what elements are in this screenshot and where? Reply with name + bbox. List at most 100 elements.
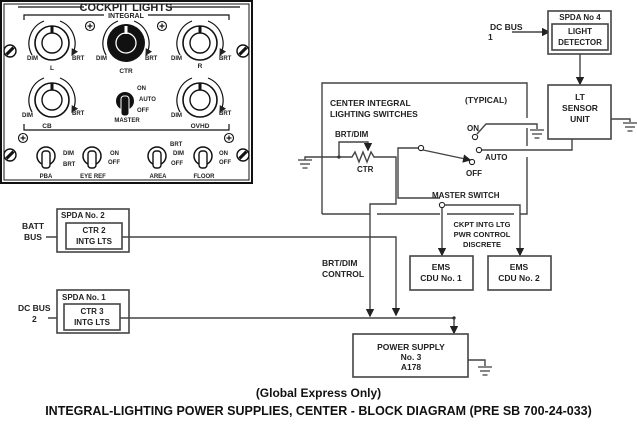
toggle-eye-ref[interactable]: ON OFF EYE REF (80, 146, 120, 180)
lt-sensor-label-2: SENSOR (562, 103, 598, 113)
brt-dim-label: BRT/DIM (335, 130, 369, 139)
knob-cb-brt-label: BRT (72, 111, 85, 117)
toggle-pba[interactable]: DIM BRT PBA (36, 146, 76, 180)
ems-cdu-1-label-2: CDU No. 1 (420, 273, 462, 283)
brt-dim-control-label-2: CONTROL (322, 269, 364, 279)
center-switches-label-2: LIGHTING SWITCHES (330, 109, 418, 119)
knob-l[interactable]: DIM BRT L (27, 21, 85, 72)
ems-cdu-2-box: EMS CDU No. 2 (487, 255, 552, 291)
knob-cb-dim-label: DIM (22, 113, 33, 119)
ems-cdu-1-box: EMS CDU No. 1 (409, 255, 474, 291)
ground-icon (529, 129, 545, 139)
knob-r-label: R (198, 63, 203, 70)
spda-1-box: SPDA No. 1 CTR 3 INTG LTS (56, 289, 130, 334)
ctr-3-label-2: INTG LTS (74, 318, 111, 327)
knob-ctr-dim-label: DIM (96, 56, 107, 62)
ems-cdu-1-label: EMS (432, 262, 451, 272)
toggle-floor[interactable]: ON OFF FLOOR (193, 146, 232, 180)
caption-subtitle: (Global Express Only) (255, 386, 382, 400)
ems-cdu-2-label: EMS (510, 262, 529, 272)
knob-ctr-brt-label: BRT (145, 56, 158, 62)
master-auto-label: AUTO (139, 97, 156, 103)
lt-sensor-unit-box: LT SENSOR UNIT (547, 84, 612, 140)
knob-ctr-label: CTR (119, 68, 133, 75)
power-supply-label-2: No. 3 (401, 352, 422, 362)
screw-icon (3, 148, 17, 162)
power-supply-label: POWER SUPPLY (377, 342, 445, 352)
master-switch-label: MASTER SWITCH (432, 191, 500, 200)
pba-label: PBA (40, 174, 53, 180)
knob-ovhd-label: OVHD (191, 123, 210, 130)
ground-icon (622, 122, 637, 132)
switch-auto-label: AUTO (485, 153, 508, 162)
ctr-label: CTR (357, 165, 374, 174)
toggle-area[interactable]: BRT DIM OFF AREA (147, 142, 184, 180)
screw-icon (236, 44, 250, 58)
area-label: AREA (149, 174, 167, 180)
discrete-label-3: DISCRETE (463, 240, 501, 249)
eye-ref-label: EYE REF (80, 174, 106, 180)
knob-l-dim-label: DIM (27, 56, 38, 62)
discrete-label: CKPT INTG LTG (454, 220, 511, 229)
screw-icon (236, 148, 250, 162)
screw-icon (3, 44, 17, 58)
master-toggle-switch[interactable]: ON AUTO OFF MASTER (114, 86, 156, 124)
pba-brt-label: BRT (63, 162, 76, 168)
phillips-screw-icon (17, 132, 29, 144)
spda-2-title: SPDA No. 2 (61, 211, 105, 220)
ground-icon (477, 366, 493, 376)
center-integral-enclosure (321, 82, 528, 214)
knob-ovhd-brt-label: BRT (219, 111, 232, 117)
spda-4-box: SPDA No 4 LIGHT DETECTOR (547, 10, 612, 55)
area-dim-label: DIM (173, 151, 184, 157)
typical-label: (TYPICAL) (465, 95, 507, 105)
knob-cb[interactable]: DIM BRT CB (22, 78, 85, 130)
phillips-screw-icon (156, 20, 168, 32)
knob-r[interactable]: DIM BRT R (171, 21, 232, 70)
phillips-screw-icon (223, 132, 235, 144)
ems-cdu-2-label-2: CDU No. 2 (498, 273, 540, 283)
center-switches-label: CENTER INTEGRAL (330, 98, 411, 108)
ground-icon (297, 159, 313, 169)
spda-4-title: SPDA No 4 (559, 13, 601, 22)
floor-label: FLOOR (194, 174, 216, 180)
dc-bus-1-label: DC BUS (490, 22, 523, 32)
master-switch-lever[interactable] (422, 149, 472, 163)
lt-sensor-label-3: UNIT (570, 114, 591, 124)
pba-dim-label: DIM (63, 151, 74, 157)
power-supply-label-3: A178 (401, 362, 422, 372)
batt-bus-label-2: BUS (24, 232, 42, 242)
knob-cb-label: CB (42, 123, 52, 130)
knob-l-label: L (50, 65, 54, 72)
light-detector-label-2: DETECTOR (558, 38, 602, 47)
panel-subtitle: INTEGRAL (108, 13, 145, 20)
eye-ref-on-label: ON (110, 151, 119, 157)
knob-ctr[interactable]: DIM BRT CTR (96, 20, 158, 75)
ctr-2-label: CTR 2 (82, 226, 106, 235)
dc-bus-2-label: DC BUS (18, 303, 51, 313)
ctr-3-label: CTR 3 (80, 307, 104, 316)
master-on-label: ON (137, 86, 146, 92)
light-detector-label: LIGHT (568, 27, 592, 36)
dc-bus-1-number: 1 (488, 32, 493, 42)
power-supply-box: POWER SUPPLY No. 3 A178 (352, 333, 469, 378)
knob-r-brt-label: BRT (219, 56, 232, 62)
panel-title: COCKPIT LIGHTS (80, 2, 173, 14)
floor-off-label: OFF (219, 160, 231, 166)
spda-1-title: SPDA No. 1 (62, 293, 106, 302)
area-off-label: OFF (171, 161, 183, 167)
floor-on-label: ON (219, 151, 228, 157)
switch-on-label: ON (467, 124, 479, 133)
area-brt-label: BRT (170, 142, 183, 148)
brt-dim-control-label: BRT/DIM (322, 258, 357, 268)
master-label: MASTER (114, 118, 140, 124)
switch-off-label: OFF (466, 169, 482, 178)
knob-ovhd[interactable]: DIM BRT OVHD (171, 78, 232, 130)
eye-ref-off-label: OFF (108, 160, 120, 166)
phillips-screw-icon (84, 20, 96, 32)
cockpit-lights-panel: COCKPIT LIGHTS INTEGRAL DIM BRT L DIM BR… (0, 0, 253, 184)
lt-sensor-label: LT (575, 92, 586, 102)
knob-ovhd-dim-label: DIM (171, 113, 182, 119)
knob-r-dim-label: DIM (171, 56, 182, 62)
ctr-2-label-2: INTG LTS (76, 237, 113, 246)
